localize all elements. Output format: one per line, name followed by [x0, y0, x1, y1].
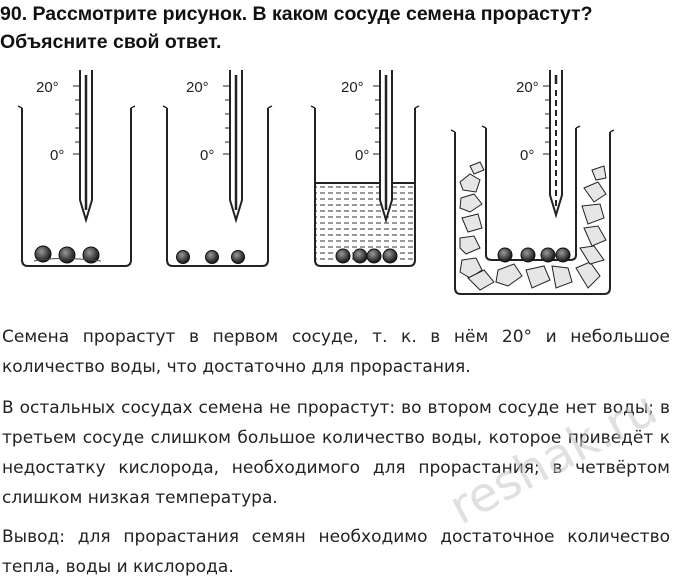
seeds-4 [497, 247, 571, 263]
vessel-2-label-20: 20° [186, 79, 209, 96]
vessel-2-label-0: 0° [200, 147, 214, 164]
vessel-4-label-20: 20° [516, 79, 539, 96]
question-line-2: Объясните свой ответ. [0, 31, 222, 53]
vessel-1: 20° 0° [17, 70, 136, 267]
vessel-1-label-20: 20° [36, 79, 59, 96]
seeds-3 [335, 248, 398, 264]
answer-paragraph-3: Вывод: для прорастания семян необходимо … [2, 527, 670, 577]
thermometer-4 [543, 70, 563, 219]
thermometer-3 [373, 70, 393, 224]
answer-paragraph-1: Семена прорастут в первом сосуде, т. к. … [2, 327, 670, 377]
ice-pieces [459, 161, 607, 291]
vessel-1-label-0: 0° [50, 147, 64, 164]
vessel-3-label-20: 20° [341, 79, 364, 96]
question-line-1: 90. Рассмотрите рисунок. В каком сосуде … [0, 3, 593, 25]
seeds-2 [176, 250, 245, 264]
seeds-1 [33, 245, 102, 264]
question-heading: 90. Рассмотрите рисунок. В каком сосуде … [0, 0, 673, 56]
vessel-3-label-0: 0° [355, 147, 369, 164]
vessel-4: 20° 0° [450, 70, 615, 295]
thermometer-2 [223, 70, 243, 224]
vessel-2: 20° 0° [162, 70, 273, 267]
vessel-3: 20° 0° [310, 70, 420, 267]
vessel-4-label-0: 0° [520, 147, 534, 164]
experiment-figure: 20° 0° 20° 0° [17, 70, 615, 295]
thermometer-1 [73, 70, 93, 224]
answer-paragraph-2: В остальных сосудах семена не прорастут:… [2, 398, 670, 508]
